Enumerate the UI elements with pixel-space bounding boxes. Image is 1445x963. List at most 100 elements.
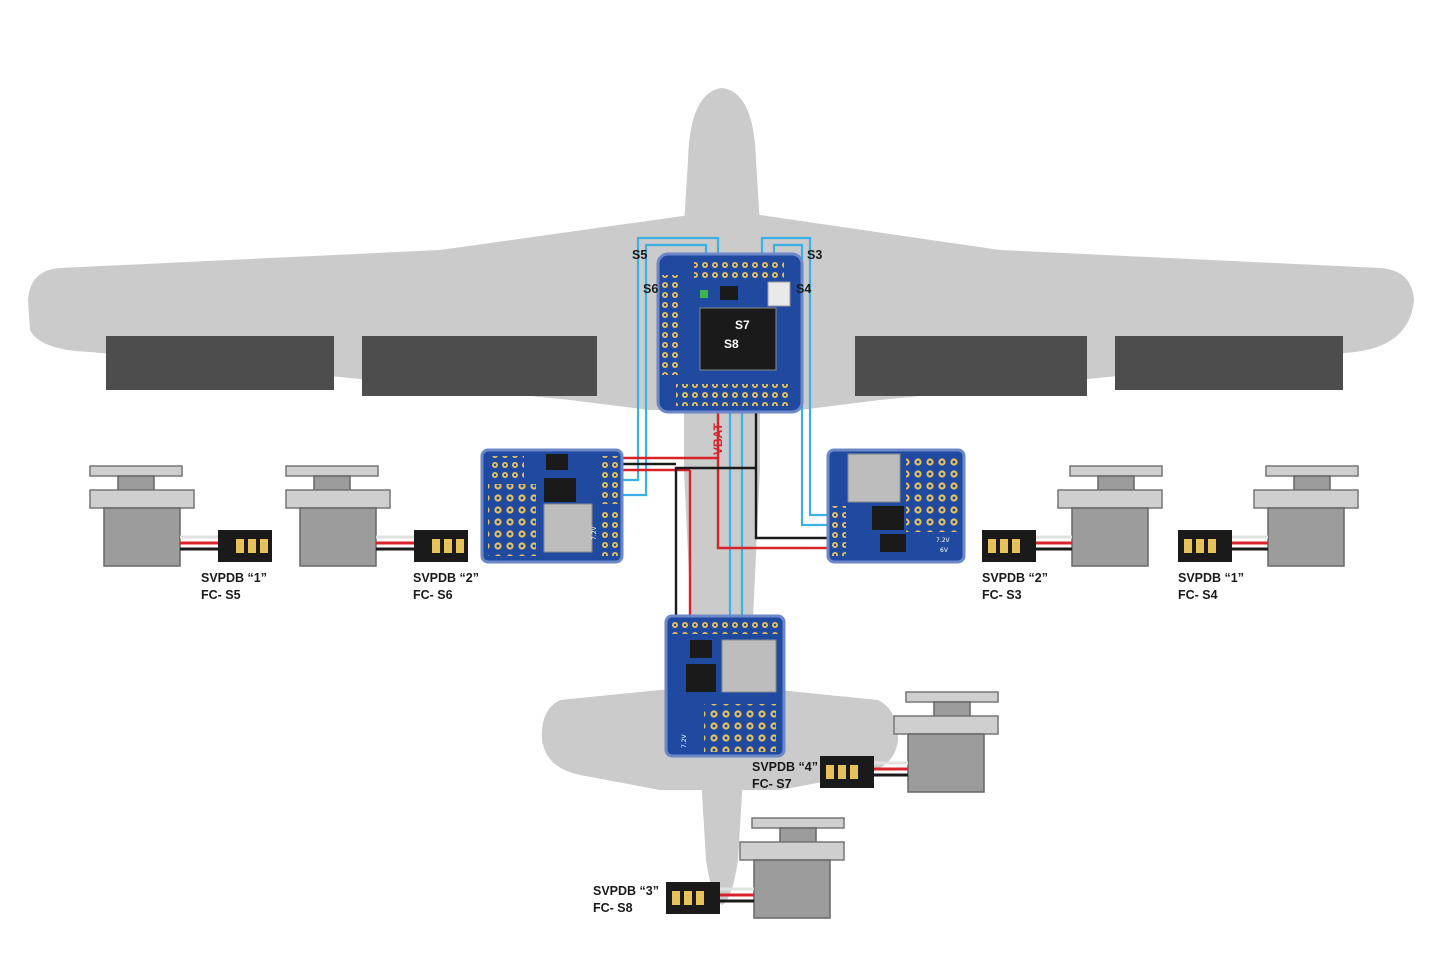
right-aileron-outer	[1115, 336, 1343, 390]
servo-label-line2: FC- S6	[413, 588, 453, 602]
servo-plug-pin	[696, 891, 704, 905]
servo-arm	[1265, 465, 1359, 477]
signal-wire-s3	[760, 236, 832, 517]
svpdb-left-chip-2	[546, 454, 568, 470]
fc-label-s6: S6	[643, 282, 658, 296]
fc-green-led	[700, 290, 708, 298]
svpdb-right: 7.2V 6V	[826, 448, 966, 564]
servo-arm	[751, 817, 845, 829]
servo-flange	[89, 489, 195, 509]
servo-flange	[739, 841, 845, 861]
svpdb-right-inductor	[847, 453, 901, 503]
servo-flange	[893, 715, 999, 735]
servo-plug-pin	[1184, 539, 1192, 553]
svpdb-left-inductor	[543, 503, 593, 553]
servo-body	[753, 859, 831, 919]
svpdb-left-marking-72v: 7.2V	[591, 525, 598, 540]
fc-mcu-chip	[699, 307, 777, 371]
servo-hub	[1097, 475, 1135, 491]
servo-body	[1071, 507, 1149, 567]
power-wire-vbat	[716, 400, 832, 550]
servo-body	[103, 507, 181, 567]
servo-plug-pin	[248, 539, 256, 553]
servo-label-line1: SVPDB “4”	[752, 760, 818, 774]
servo-label-line2: FC- S8	[593, 901, 633, 915]
servo-hub	[1293, 475, 1331, 491]
servo-plug-pin	[684, 891, 692, 905]
servo-plug-pin	[1196, 539, 1204, 553]
svpdb-tail-pad-grid	[704, 704, 776, 752]
servo-hub	[933, 701, 971, 717]
ground-wire-fc	[754, 400, 832, 540]
servo-hub	[313, 475, 351, 491]
servo-left-outer	[89, 465, 272, 567]
wiring	[620, 236, 832, 620]
signal-wire-s5	[620, 236, 720, 482]
servo-plug-pin	[988, 539, 996, 553]
svpdb-right-marking-72v: 7.2V	[936, 537, 951, 544]
servo-label-line1: SVPDB “1”	[201, 571, 267, 585]
fc-left-pads	[662, 275, 682, 375]
vbat-label: VBAT	[711, 423, 725, 455]
servo-plug-pin	[1208, 539, 1216, 553]
servo-right-outer	[1178, 465, 1359, 567]
servo-label-line1: SVPDB “1”	[1178, 571, 1244, 585]
svpdb-left-chip	[544, 478, 576, 502]
svpdb-left-pad-grid	[488, 484, 536, 556]
svpdb-right-side-pads	[832, 506, 846, 556]
servo-flange	[285, 489, 391, 509]
servo-label-line2: FC- S3	[982, 588, 1022, 602]
ground-wire-left	[674, 466, 756, 620]
svpdb-tail-inductor	[721, 639, 777, 693]
signal-wire-s6	[620, 243, 708, 497]
signal-wire-s4	[772, 243, 832, 527]
fc-label-s7: S7	[735, 318, 750, 332]
servo-label-line2: FC- S7	[752, 777, 792, 791]
svpdb-tail-top-pads	[670, 620, 780, 634]
servo-body	[299, 507, 377, 567]
svpdb-left: 7.2V	[480, 448, 624, 564]
servo-plug-pin	[1012, 539, 1020, 553]
servo-arm	[1069, 465, 1163, 477]
svpdb-tail-marking-72v: 7.2V	[681, 733, 688, 748]
svpdb-right-chip-2	[880, 534, 906, 552]
fc-label-s5: S5	[632, 248, 647, 262]
svpdb-tail-chip-2	[690, 640, 712, 658]
svpdb-right-marking-6v: 6V	[940, 547, 949, 554]
left-aileron-inner	[362, 336, 597, 396]
servo-tail-right	[820, 691, 999, 793]
svpdb-left-bottom-pads	[598, 512, 618, 556]
servo-plug-pin	[456, 539, 464, 553]
servo-hub	[779, 827, 817, 843]
svpdb-left-pad-top	[488, 456, 524, 478]
servo-plug-pin	[432, 539, 440, 553]
servo-arm	[905, 691, 999, 703]
fc-right-connector	[767, 281, 791, 307]
fc-label-s8: S8	[724, 337, 739, 351]
fc-small-chip	[720, 286, 738, 300]
servo-flange	[1057, 489, 1163, 509]
servo-plug-pin	[236, 539, 244, 553]
servo-tail-bottom	[666, 817, 845, 919]
servo-label-line2: FC- S5	[201, 588, 241, 602]
servo-hub	[117, 475, 155, 491]
servo-right-inner	[982, 465, 1163, 567]
servo-body	[1267, 507, 1345, 567]
servo-plug-pin	[838, 765, 846, 779]
svpdb-tail-chip	[686, 664, 716, 692]
servo-body	[907, 733, 985, 793]
servo-label-line2: FC- S4	[1178, 588, 1218, 602]
servo-label-line1: SVPDB “2”	[413, 571, 479, 585]
left-aileron-outer	[106, 336, 334, 390]
servo-plug-pin	[826, 765, 834, 779]
servo-flange	[1253, 489, 1359, 509]
right-aileron-inner	[855, 336, 1087, 396]
servo-arm	[89, 465, 183, 477]
fc-label-s4: S4	[796, 282, 811, 296]
flight-controller: S7 S8	[656, 252, 804, 414]
svpdb-right-chip	[872, 506, 904, 530]
servo-label-line1: SVPDB “3”	[593, 884, 659, 898]
svpdb-tail: 7.2V	[664, 614, 786, 758]
airframe	[28, 88, 1414, 905]
